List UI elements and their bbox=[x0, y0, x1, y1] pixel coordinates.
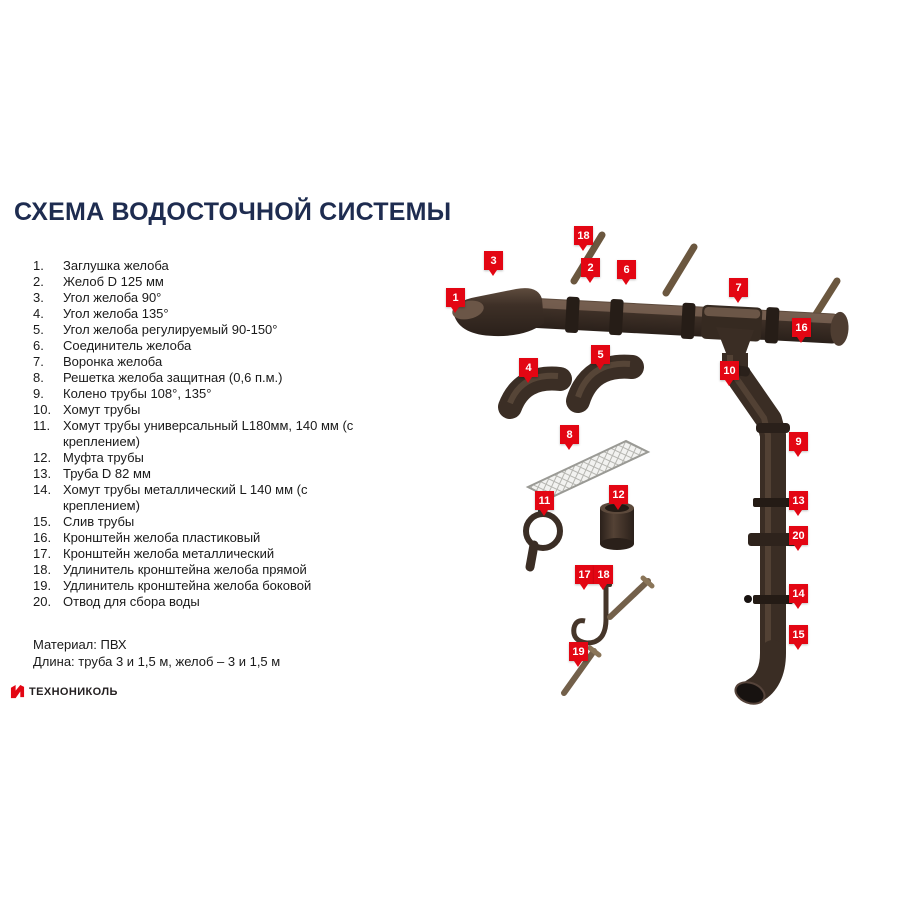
parts-list-item: 19. Удлинитель кронштейна желоба боковой bbox=[33, 578, 368, 594]
metal-pipe-clamp bbox=[753, 595, 793, 604]
universal-pipe-clamp bbox=[523, 503, 563, 572]
parts-list-item: 9. Колено трубы 108°, 135° bbox=[33, 386, 368, 402]
bracket-extender-straight bbox=[607, 575, 655, 620]
part-number: 14. bbox=[33, 482, 52, 497]
part-number: 12. bbox=[33, 450, 52, 465]
part-label: Кронштейн желоба металлический bbox=[63, 546, 275, 561]
parts-list-item: 7. Воронка желоба bbox=[33, 354, 368, 370]
gutter-connector bbox=[680, 302, 696, 340]
parts-list-item: 15. Слив трубы bbox=[33, 514, 368, 530]
bracket-extender-side bbox=[561, 645, 602, 696]
part-label: Хомут трубы металлический L 140 мм (с кр… bbox=[63, 482, 308, 513]
part-label: Труба D 82 мм bbox=[63, 466, 151, 481]
part-number: 8. bbox=[33, 370, 44, 385]
parts-list-item: 14. Хомут трубы металлический L 140 мм (с… bbox=[33, 482, 368, 514]
parts-list-item: 8. Решетка желоба защитная (0,6 п.м.) bbox=[33, 370, 368, 386]
part-number: 18. bbox=[33, 562, 52, 577]
water-collector-outlet bbox=[748, 533, 798, 546]
gutter-system-diagram bbox=[430, 215, 890, 715]
part-label: Муфта трубы bbox=[63, 450, 144, 465]
parts-list-item: 12. Муфта трубы bbox=[33, 450, 368, 466]
metal-gutter-bracket bbox=[571, 577, 612, 646]
part-label: Удлинитель кронштейна желоба боковой bbox=[63, 578, 312, 593]
material-note: Материал: ПВХ bbox=[33, 637, 127, 652]
part-label: Угол желоба 135° bbox=[63, 306, 169, 321]
part-number: 16. bbox=[33, 530, 52, 545]
part-label: Кронштейн желоба пластиковый bbox=[63, 530, 261, 545]
parts-list-item: 16. Кронштейн желоба пластиковый bbox=[33, 530, 368, 546]
part-number: 9. bbox=[33, 386, 44, 401]
parts-list-item: 20. Отвод для сбора воды bbox=[33, 594, 368, 610]
part-label: Отвод для сбора воды bbox=[63, 594, 200, 609]
gutter-right-end bbox=[830, 311, 849, 346]
part-number: 2. bbox=[33, 274, 44, 289]
part-label: Решетка желоба защитная (0,6 п.м.) bbox=[63, 370, 283, 385]
pipe-elbow-socket bbox=[756, 423, 790, 433]
pipe-coupling bbox=[600, 502, 634, 550]
funnel-taper bbox=[716, 327, 754, 355]
page-title: СХЕМА ВОДОСТОЧНОЙ СИСТЕМЫ bbox=[14, 198, 452, 226]
technonicol-logo: ТЕХНОНИКОЛЬ bbox=[10, 684, 118, 699]
parts-list-item: 11. Хомут трубы универсальный L180мм, 140… bbox=[33, 418, 368, 450]
part-number: 20. bbox=[33, 594, 52, 609]
part-number: 4. bbox=[33, 306, 44, 321]
part-label: Угол желоба регулируемый 90-150° bbox=[63, 322, 278, 337]
notes: Материал: ПВХ Длина: труба 3 и 1,5 м, же… bbox=[33, 636, 280, 670]
part-number: 19. bbox=[33, 578, 52, 593]
parts-list-item: 17. Кронштейн желоба металлический bbox=[33, 546, 368, 562]
parts-list-item: 10. Хомут трубы bbox=[33, 402, 368, 418]
part-label: Колено трубы 108°, 135° bbox=[63, 386, 212, 401]
part-number: 10. bbox=[33, 402, 52, 417]
part-number: 7. bbox=[33, 354, 44, 369]
part-label: Удлинитель кронштейна желоба прямой bbox=[63, 562, 307, 577]
part-number: 11. bbox=[33, 418, 51, 433]
part-label: Желоб D 125 мм bbox=[63, 274, 164, 289]
part-label: Слив трубы bbox=[63, 514, 135, 529]
part-label: Хомут трубы универсальный L180мм, 140 мм… bbox=[63, 418, 354, 449]
part-label: Угол желоба 90° bbox=[63, 290, 162, 305]
parts-list-item: 3. Угол желоба 90° bbox=[33, 290, 368, 306]
parts-list-item: 13. Труба D 82 мм bbox=[33, 466, 368, 482]
part-number: 17. bbox=[33, 546, 52, 561]
part-label: Заглушка желоба bbox=[63, 258, 169, 273]
logo-text: ТЕХНОНИКОЛЬ bbox=[29, 685, 118, 698]
part-label: Воронка желоба bbox=[63, 354, 163, 369]
gutter-corner-endcap bbox=[454, 288, 544, 337]
gutter-connector bbox=[565, 296, 580, 334]
technonicol-logo-icon bbox=[10, 684, 25, 699]
part-number: 15. bbox=[33, 514, 52, 529]
part-label: Соединитель желоба bbox=[63, 338, 192, 353]
part-number: 1. bbox=[33, 258, 44, 273]
parts-list-item: 5. Угол желоба регулируемый 90-150° bbox=[33, 322, 368, 338]
pipe-clamp bbox=[753, 498, 793, 507]
part-label: Хомут трубы bbox=[63, 402, 141, 417]
parts-list-item: 4. Угол желоба 135° bbox=[33, 306, 368, 322]
part-number: 6. bbox=[33, 338, 44, 353]
gutter-connector bbox=[764, 307, 780, 344]
gutter-connector bbox=[609, 298, 624, 336]
part-number: 3. bbox=[33, 290, 44, 305]
part-number: 5. bbox=[33, 322, 44, 337]
parts-list-item: 2. Желоб D 125 мм bbox=[33, 274, 368, 290]
protective-grille bbox=[525, 439, 651, 500]
length-note: Длина: труба 3 и 1,5 м, желоб – 3 и 1,5 … bbox=[33, 654, 281, 669]
parts-list-item: 1. Заглушка желоба bbox=[33, 258, 368, 274]
parts-list: 1. Заглушка желоба 2. Желоб D 125 мм 3. Угол … bbox=[33, 258, 368, 610]
part-number: 13. bbox=[33, 466, 52, 481]
parts-list-item: 6. Соединитель желоба bbox=[33, 338, 368, 354]
parts-list-item: 18. Удлинитель кронштейна желоба прямой bbox=[33, 562, 368, 578]
gutter-system-illustration bbox=[452, 231, 849, 705]
